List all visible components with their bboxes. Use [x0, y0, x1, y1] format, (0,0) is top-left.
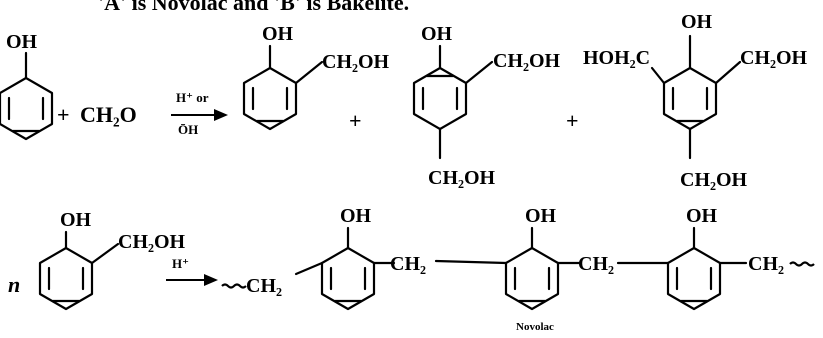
prod2-ortho-ch2oh-label: CH₂OH	[493, 50, 561, 72]
prod3-oh-label: OH	[681, 11, 713, 33]
prod3-right-ch2oh-label: CH₂OH	[740, 47, 808, 69]
unit1-oh-label: OH	[340, 205, 372, 227]
reaction-arrow-1: H⁺ or ŌH	[171, 90, 228, 137]
formaldehyde-label: CH₂O	[80, 102, 137, 127]
reaction-arrow-2: H⁺	[166, 256, 218, 286]
dimethylol-phenol: OH CH₂OH CH₂OH	[412, 23, 561, 189]
prod3-para-ch2oh-label: CH₂OH	[680, 169, 748, 191]
trimethylol-phenol: OH HOH₂C CH₂OH CH₂OH	[583, 11, 808, 191]
plus-sign-2: +	[349, 108, 362, 133]
unit3-oh-label: OH	[686, 205, 718, 227]
unit2-oh-label: OH	[525, 205, 557, 227]
ch2-bridge-4: CH₂	[748, 253, 784, 275]
chain-end-right	[789, 261, 815, 267]
plus-sign-3: +	[566, 108, 579, 133]
prod3-left-ch2oh-label: HOH₂C	[583, 47, 650, 69]
monomer-structure: n OH CH₂OH	[8, 209, 186, 311]
prod2-para-ch2oh-label: CH₂OH	[428, 167, 496, 189]
chain-end-left	[221, 283, 247, 289]
phenol-structure: OH	[0, 31, 54, 141]
prod1-oh-label: OH	[262, 23, 294, 45]
monomer-oh-label: OH	[60, 209, 92, 231]
ch2-bridge-1: CH₂	[246, 275, 282, 297]
novolac-polymer: CH₂ OH CH₂ OH Novolac CH₂ OH CH₂	[221, 205, 815, 333]
ortho-methylol-phenol: OH CH₂OH	[242, 23, 390, 131]
phenol-oh-label: OH	[6, 31, 38, 53]
condition-acid-label: H⁺ or	[176, 90, 209, 105]
header-caption: 'A' is Novolac and 'B' is Bakelite.	[98, 0, 409, 15]
ch2-bridge-2: CH₂	[390, 253, 426, 275]
condition-base-label: ŌH	[178, 122, 198, 137]
prod1-ch2oh-label: CH₂OH	[322, 51, 390, 73]
repeat-n-label: n	[8, 272, 20, 297]
prod2-oh-label: OH	[421, 23, 453, 45]
monomer-ch2oh-label: CH₂OH	[118, 231, 186, 253]
ch2-bridge-3: CH₂	[578, 253, 614, 275]
condition-acid-label-2: H⁺	[172, 256, 189, 271]
novolac-caption: Novolac	[516, 321, 554, 333]
plus-sign-1: +	[57, 102, 70, 127]
